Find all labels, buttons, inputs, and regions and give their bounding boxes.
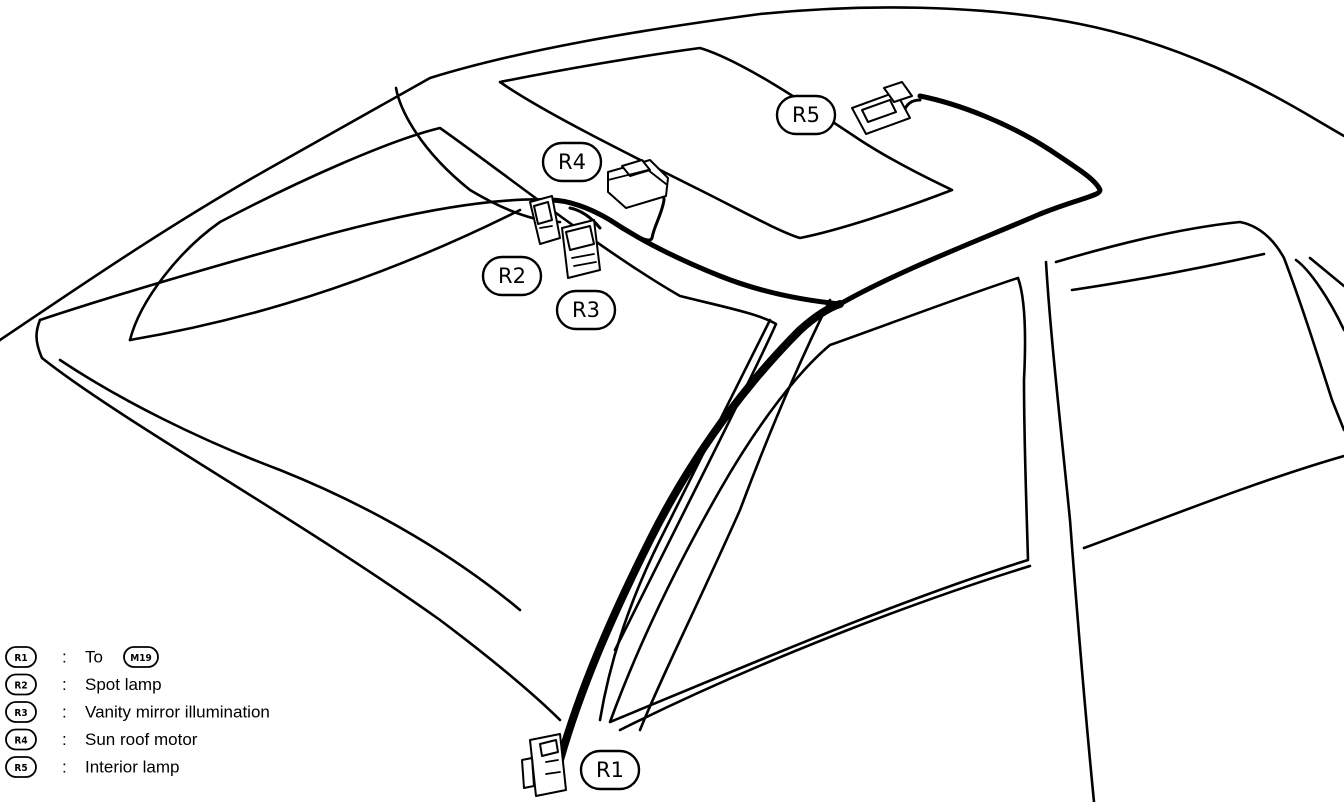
callout-label: R1 (596, 758, 624, 782)
callout-r1: R1 (579, 749, 641, 791)
legend-separator: : (62, 730, 67, 749)
legend-description: Spot lamp (85, 675, 162, 694)
legend-separator: : (62, 675, 67, 694)
wiring-harness (547, 93, 1103, 764)
callout-r2: R2 (481, 255, 543, 297)
legend-description: Sun roof motor (85, 730, 198, 749)
connector-r1 (521, 733, 567, 797)
legend-item: R2: Spot lamp (5, 673, 162, 696)
sunroof-motor-r4 (607, 159, 669, 209)
callout-r4: R4 (541, 141, 603, 183)
connector-r5 (851, 81, 913, 135)
connector-r3 (561, 219, 601, 279)
sunroof-outline (498, 46, 954, 240)
legend-separator: : (62, 647, 67, 666)
callout-label: R3 (572, 298, 600, 322)
legend-code: R4 (14, 736, 27, 747)
callout-label: R4 (558, 150, 586, 174)
legend-separator: : (62, 757, 67, 776)
legend-item: R3: Vanity mirror illumination (5, 701, 270, 723)
callout-label: R5 (792, 103, 820, 127)
legend-separator: : (62, 702, 67, 721)
legend-item: R5: Interior lamp (5, 756, 179, 778)
legend-reference: M19 (130, 653, 151, 664)
legend-code: R2 (14, 681, 27, 692)
legend-description: To (85, 647, 103, 666)
car-body-outline (0, 6, 1344, 802)
legend-code: R5 (14, 763, 27, 774)
legend-code: R1 (14, 653, 27, 664)
legend-code: R3 (14, 708, 27, 719)
legend-item: R1: To M19 (5, 646, 159, 668)
legend-item: R4: Sun roof motor (5, 728, 198, 751)
legend-description: Vanity mirror illumination (85, 702, 270, 721)
legend-description: Interior lamp (85, 757, 179, 776)
connector-r2 (529, 195, 561, 245)
callout-label: R2 (498, 264, 526, 288)
callout-r3: R3 (555, 289, 617, 331)
callout-r5: R5 (775, 94, 837, 136)
